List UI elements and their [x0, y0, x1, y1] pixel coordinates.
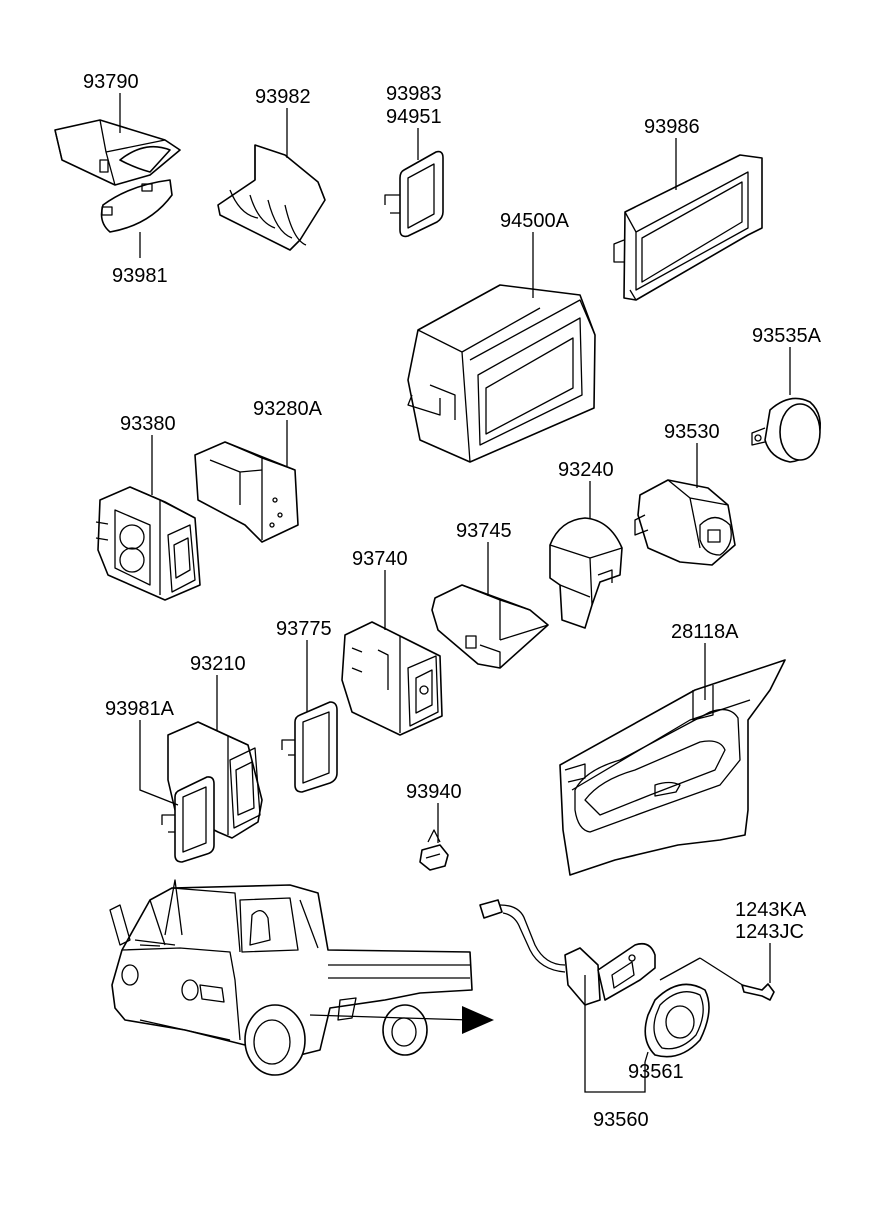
- part-93983-plate: [384, 150, 444, 238]
- label-93981A: 93981A: [105, 698, 175, 720]
- part-93380-switch: [95, 486, 201, 601]
- leader-93981A: [139, 720, 179, 806]
- label-93983: 93983: [386, 83, 442, 105]
- part-93940-clip: [419, 829, 449, 871]
- label-93740: 93740: [352, 548, 408, 570]
- truck-illustration: [109, 879, 473, 1076]
- label-94951: 94951: [386, 106, 442, 128]
- arrow-pointer: [309, 1006, 494, 1034]
- label-93280A: 93280A: [253, 398, 323, 420]
- part-93535A-buzzer: [751, 397, 821, 463]
- part-93775-plate: [281, 701, 338, 793]
- part-93981A-plate: [161, 776, 215, 863]
- leader-93560: [584, 975, 646, 1093]
- label-93530: 93530: [664, 421, 720, 443]
- part-94500A-box: [407, 284, 596, 463]
- label-94500A: 94500A: [500, 210, 570, 232]
- label-1243KA: 1243KA: [735, 899, 807, 921]
- leader-93561: [644, 1051, 649, 1063]
- part-1243KA-screw: [659, 957, 775, 1001]
- label-93986: 93986: [644, 116, 700, 138]
- part-93982-bracket: [217, 144, 326, 251]
- label-93981: 93981: [112, 265, 168, 287]
- label-93940: 93940: [406, 781, 462, 803]
- part-93790-switch: [54, 119, 181, 186]
- label-93790: 93790: [83, 71, 139, 93]
- part-93740-switch: [341, 621, 443, 736]
- part-93560-lamp-assembly: [479, 899, 656, 1006]
- part-93986-cover: [613, 154, 763, 301]
- part-93240-switch: [549, 517, 623, 629]
- part-93745-switch: [431, 584, 549, 669]
- label-93380: 93380: [120, 413, 176, 435]
- part-93280A-switch: [194, 441, 299, 543]
- label-93982: 93982: [255, 86, 311, 108]
- label-1243JC: 1243JC: [735, 921, 804, 943]
- label-93561: 93561: [628, 1061, 684, 1083]
- label-93240: 93240: [558, 459, 614, 481]
- part-93530-relay: [634, 479, 736, 566]
- label-93745: 93745: [456, 520, 512, 542]
- label-28118A: 28118A: [671, 621, 739, 643]
- label-93560: 93560: [593, 1109, 649, 1131]
- part-93981-cap: [100, 179, 173, 233]
- part-93561-lens: [644, 983, 710, 1058]
- label-93210: 93210: [190, 653, 246, 675]
- label-93535A: 93535A: [752, 325, 822, 347]
- label-93775: 93775: [276, 618, 332, 640]
- part-28118A-door-trim: [559, 659, 786, 876]
